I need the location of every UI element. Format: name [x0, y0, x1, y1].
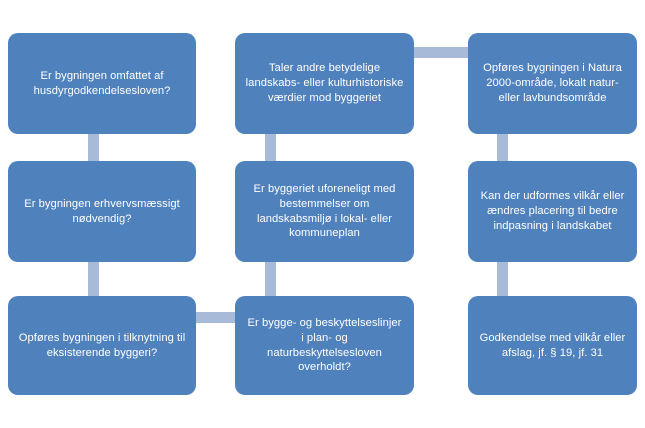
node-label: Er byggeriet uforeneligt med bestemmelse…	[253, 182, 396, 240]
node-husdyrgodkendelsesloven[interactable]: Er bygningen omfattet af husdyrgodkendel…	[8, 33, 196, 134]
node-erhvervsmaessigt-noedvendig[interactable]: Er bygningen erhvervsmæssigt nødvendig?	[8, 161, 196, 262]
node-godkendelse-eller-afslag[interactable]: Godkendelse med vilkår eller afslag, jf.…	[468, 296, 637, 395]
connector-n5-to-n6	[265, 261, 276, 297]
node-label: Taler andre betydelige landskabs- eller …	[245, 62, 404, 104]
connector-n4-to-n7	[410, 47, 474, 58]
connector-n3-to-n6	[179, 312, 251, 323]
node-label: Opføres bygningen i Natura 2000-område, …	[483, 62, 622, 104]
node-natura-2000-lavbundsomraade[interactable]: Opføres bygningen i Natura 2000-område, …	[468, 33, 637, 134]
node-label: Er bygningen omfattet af husdyrgodkendel…	[33, 69, 171, 97]
node-label: Er bygge- og beskyttelseslinjer i plan- …	[247, 316, 402, 374]
connector-n2-to-n3	[88, 261, 99, 297]
node-tilknytning-eksisterende-byggeri[interactable]: Opføres bygningen i tilknytning til eksi…	[8, 296, 196, 395]
node-label: Er bygningen erhvervsmæssigt nødvendig?	[24, 197, 180, 225]
node-label: Godkendelse med vilkår eller afslag, jf.…	[479, 331, 626, 359]
connector-n4-to-n5	[265, 133, 276, 163]
connector-n8-to-n9	[497, 261, 508, 297]
connector-n7-to-n8	[497, 133, 508, 163]
node-label: Kan der udformes vilkår eller ændres pla…	[480, 190, 625, 232]
node-vilkaar-aendret-placering[interactable]: Kan der udformes vilkår eller ændres pla…	[468, 161, 637, 262]
node-landskabs-kulturhistoriske-vaerdier[interactable]: Taler andre betydelige landskabs- eller …	[235, 33, 414, 134]
connector-n1-to-n2	[88, 133, 99, 163]
node-label: Opføres bygningen i tilknytning til eksi…	[18, 331, 186, 359]
node-landskabsmiljoe-lokal-kommuneplan[interactable]: Er byggeriet uforeneligt med bestemmelse…	[235, 161, 414, 262]
node-bygge-beskyttelseslinjer[interactable]: Er bygge- og beskyttelseslinjer i plan- …	[235, 296, 414, 395]
